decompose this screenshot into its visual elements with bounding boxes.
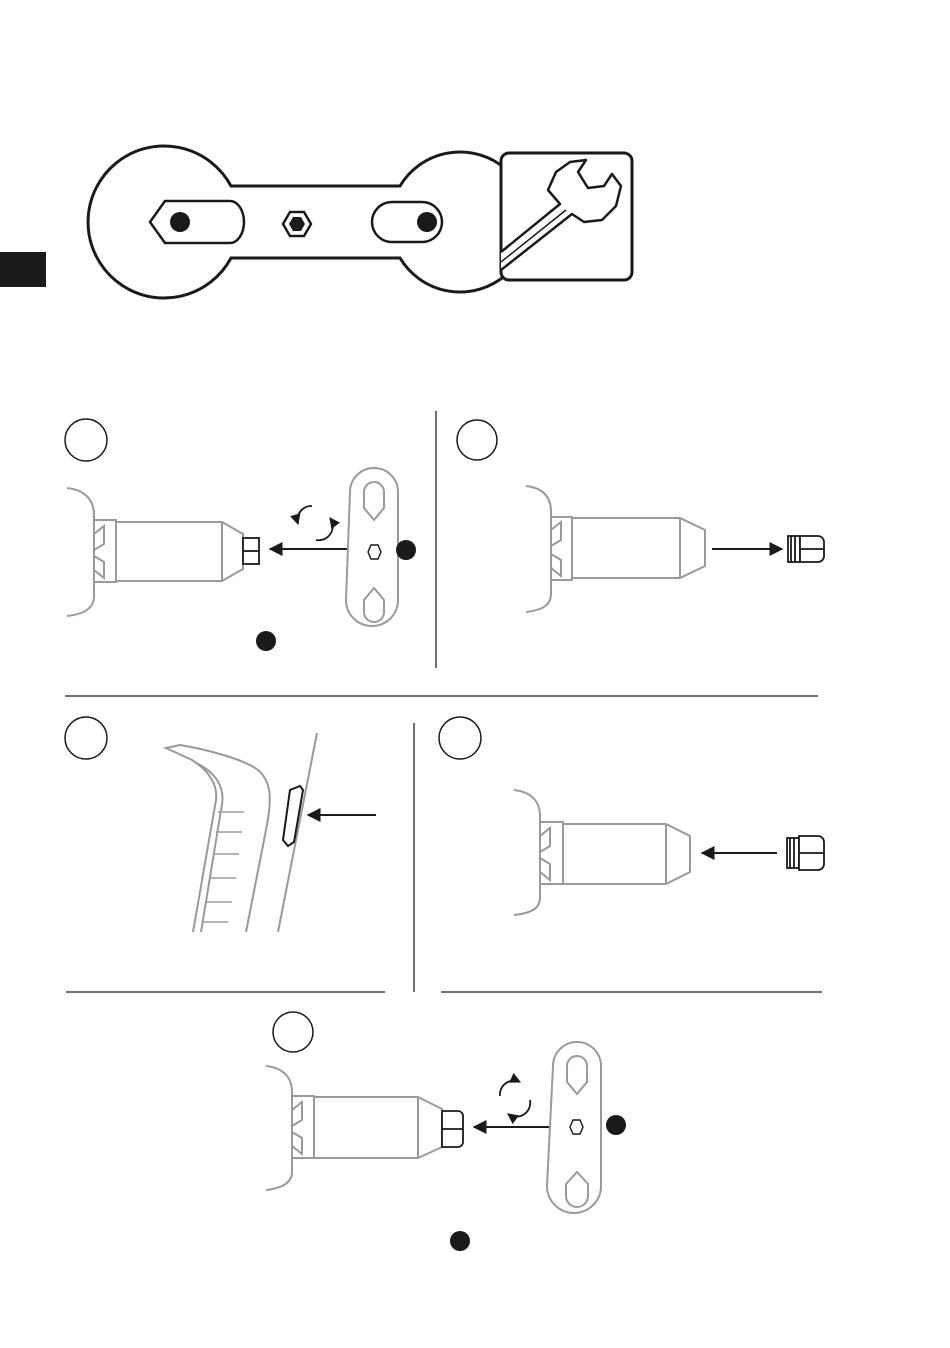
nut [442, 1111, 463, 1147]
step-number-circle-5 [273, 1012, 313, 1052]
nozzle-body [67, 488, 243, 616]
rotate-arrows-icon [500, 1081, 530, 1117]
wrench-tool [346, 468, 398, 626]
step-number-circle-4 [439, 717, 481, 759]
nozzle-body [514, 790, 690, 915]
step-number-circle-1 [65, 419, 107, 461]
nut-removed [788, 536, 824, 562]
marker-dot [606, 1115, 626, 1135]
step-3 [65, 717, 376, 932]
nut [787, 836, 824, 870]
marker-dot-large-2 [417, 212, 437, 232]
marker-dot [396, 540, 416, 560]
wrench-tool-large [88, 146, 530, 298]
marker-dot [256, 631, 276, 651]
nut [243, 538, 259, 564]
nozzle-body [526, 486, 705, 612]
step-number-circle-3 [65, 717, 107, 759]
step-number-circle-2 [457, 420, 497, 460]
step-5 [266, 1012, 626, 1251]
nozzle-body [266, 1066, 442, 1190]
step-2 [457, 420, 824, 612]
rotate-arrows-icon [297, 506, 332, 540]
step-1 [65, 419, 416, 651]
open-end-wrench-icon [501, 153, 632, 280]
wrench-tool [547, 1042, 601, 1213]
marker-dot-large-1 [170, 212, 190, 232]
marker-dot [450, 1231, 470, 1251]
step-4 [439, 717, 824, 915]
